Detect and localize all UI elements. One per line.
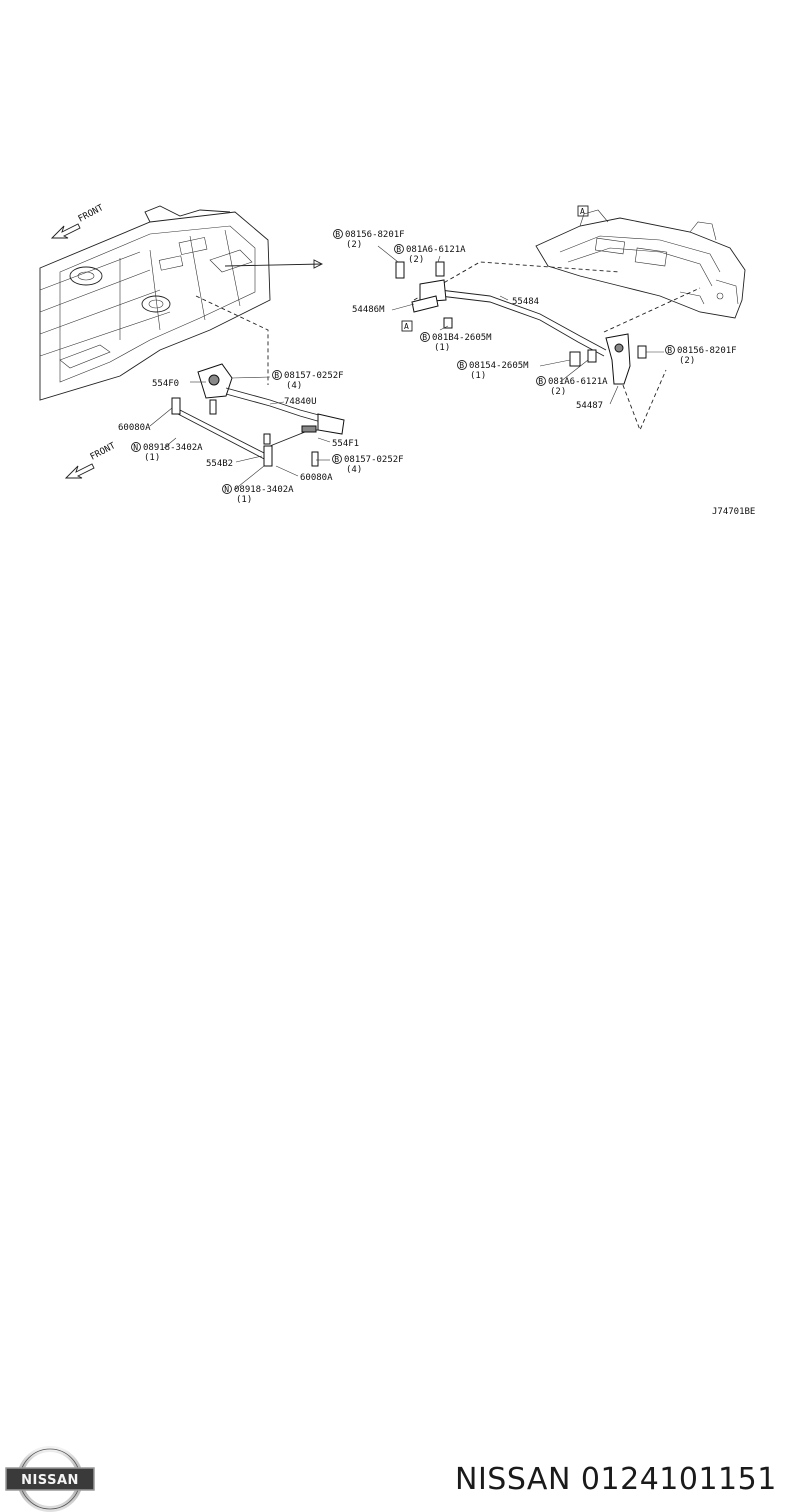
svg-text:(1): (1) [144,453,160,463]
callout-08156-8201f-right: B 08156-8201F (2) [665,345,737,366]
front-label-bottom: FRONT [89,441,118,463]
svg-text:(2): (2) [550,387,566,397]
label-55484: 55484 [512,297,539,307]
leader-lines-right [377,245,664,405]
svg-text:B: B [422,333,427,342]
svg-text:(2): (2) [679,356,695,366]
svg-text:B: B [667,346,672,355]
svg-text:B: B [334,455,339,464]
svg-text:A: A [580,207,585,216]
diagram-code: J74701BE [712,507,755,517]
label-554b2: 554B2 [206,459,233,469]
label-54486m: 54486M [352,305,385,315]
svg-text:B: B [274,371,279,380]
label-60080a-left: 60080A [118,423,151,433]
label-60080a-right: 60080A [300,473,333,483]
leader-lines-left [149,376,331,491]
nissan-logo: NISSAN [5,1446,95,1512]
labels-right: B 08156-8201F (2) B 081A6-6121A (2) 5448… [333,229,737,411]
svg-text:A: A [404,322,409,331]
callout-081b4-2605m-top: B 081B4-2605M (1) [420,332,492,353]
callout-081a6-6121a-top: B 081A6-6121A (2) [394,244,466,265]
callout-08918-3402a-a: N 08918-3402A (1) [131,442,203,463]
svg-text:B: B [538,377,543,386]
svg-text:N: N [224,485,229,494]
svg-text:(2): (2) [346,240,362,250]
parts-diagram: FRONT FRONT 554F0 [39,203,755,517]
svg-text:08157-0252F: 08157-0252F [344,455,404,465]
svg-text:B: B [396,245,401,254]
front-arrow-bottom: FRONT [64,441,118,479]
label-554f0: 554F0 [152,379,179,389]
svg-text:(4): (4) [286,381,302,391]
part-number-line: NISSAN 0124101151 [455,1462,777,1497]
label-554f1: 554F1 [332,439,359,449]
callout-08156-8201f-top: B 08156-8201F (2) [333,229,405,250]
svg-text:(1): (1) [434,343,450,353]
underbody-left-illustration [39,205,324,401]
callout-08157-0252f-b: B 08157-0252F (4) [332,454,404,475]
svg-text:(2): (2) [408,255,424,265]
svg-text:08157-0252F: 08157-0252F [284,371,344,381]
svg-text:08154-2605M: 08154-2605M [469,361,529,371]
svg-text:(4): (4) [346,465,362,475]
footer: NISSAN NISSAN 0124101151 [0,720,800,1512]
svg-text:NISSAN: NISSAN [21,1473,79,1488]
underbody-right-illustration [413,209,746,432]
callout-08918-3402a-b: N 08918-3402A (1) [222,484,294,505]
svg-text:(1): (1) [236,495,252,505]
svg-text:081A6-6121A: 081A6-6121A [406,245,466,255]
svg-text:B: B [335,230,340,239]
left-cable-assembly [171,363,345,467]
svg-text:(1): (1) [470,371,486,381]
svg-text:08156-8201F: 08156-8201F [345,230,405,240]
front-arrow-top: FRONT [50,203,106,239]
svg-text:081B4-2605M: 081B4-2605M [432,333,492,343]
svg-text:081A6-6121A: 081A6-6121A [548,377,608,387]
right-cable-assembly [395,261,647,385]
callout-08154-2605m: B 08154-2605M (1) [457,360,529,381]
callout-081a6-6121a-bottom: B 081A6-6121A (2) [536,376,608,397]
svg-text:08918-3402A: 08918-3402A [234,485,294,495]
label-54487: 54487 [576,401,603,411]
box-a-right: A [577,205,589,217]
labels-left: 554F0 B 08157-0252F (4) 74840U 60080A N … [118,370,404,505]
svg-text:08918-3402A: 08918-3402A [143,443,203,453]
svg-text:N: N [133,443,138,452]
callout-08157-0252f-a: B 08157-0252F (4) [272,370,344,391]
svg-text:B: B [459,361,464,370]
label-74840u: 74840U [284,397,317,407]
box-a-left: A [401,320,413,332]
svg-text:08156-8201F: 08156-8201F [677,346,737,356]
front-label-top: FRONT [77,203,106,225]
